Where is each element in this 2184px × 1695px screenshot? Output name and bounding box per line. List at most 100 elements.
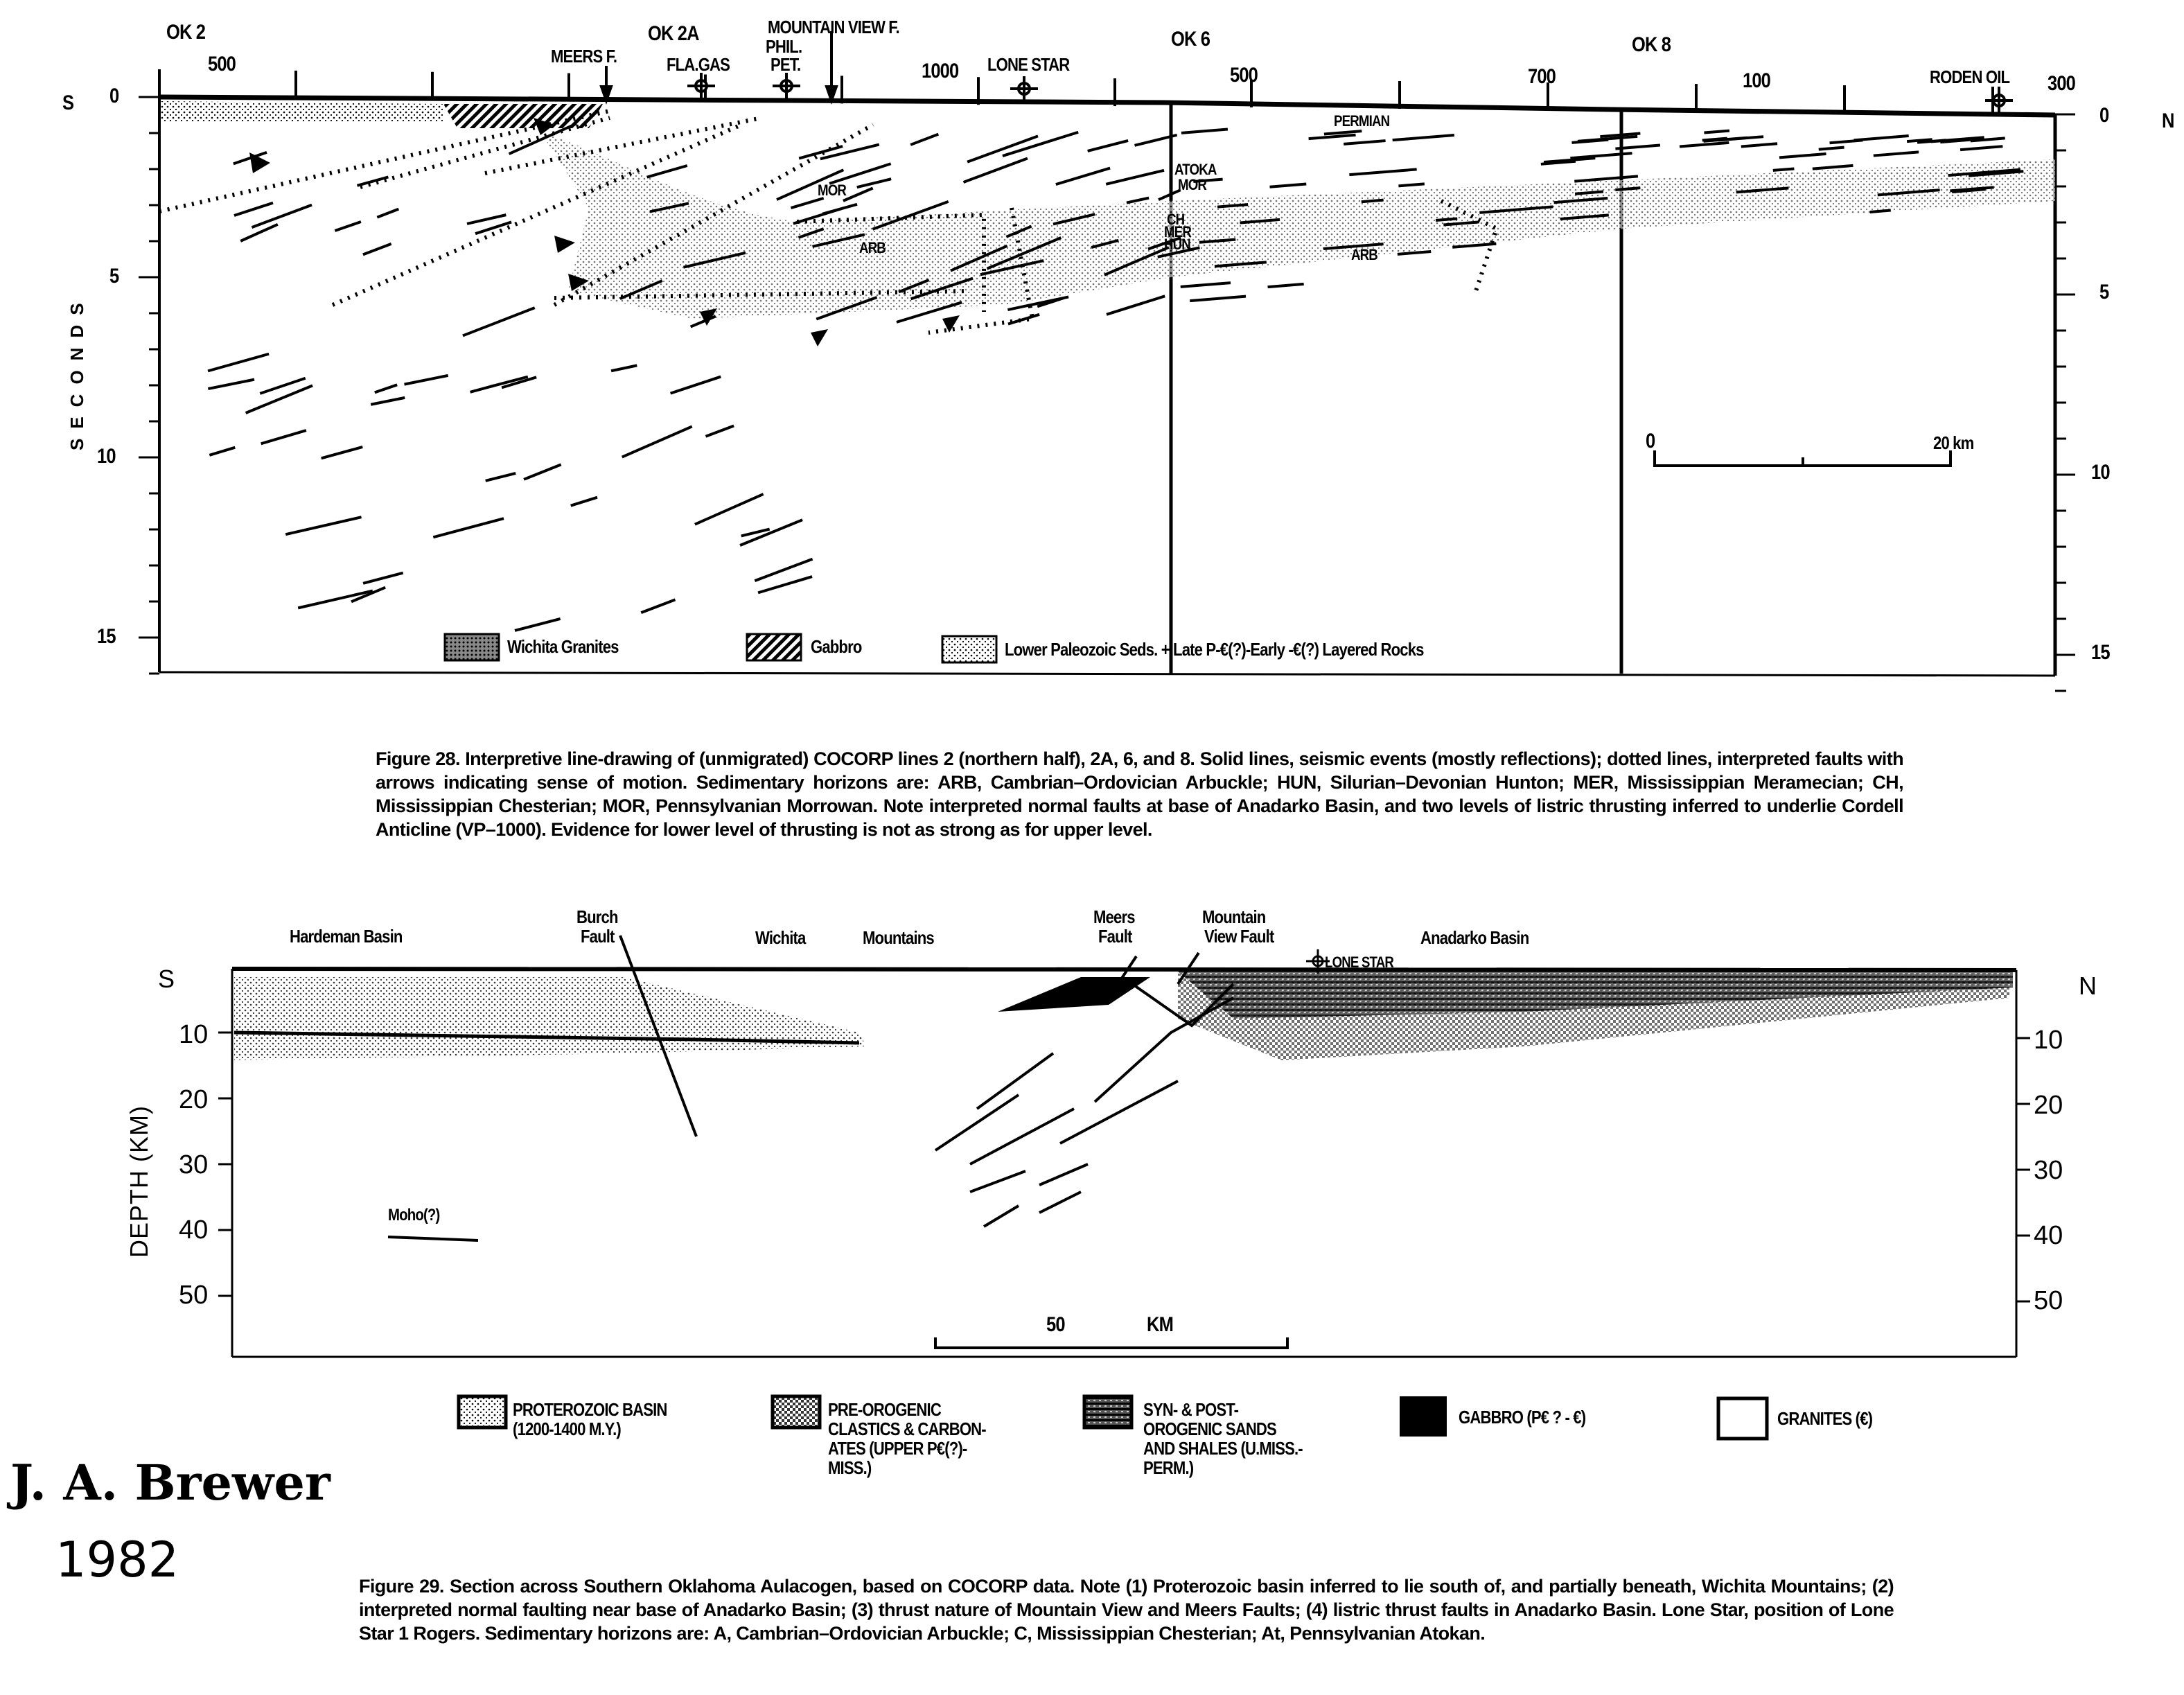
reflection-segment	[485, 472, 516, 482]
reflection-segment	[259, 376, 306, 395]
reflection-segment	[1574, 190, 1604, 195]
pet-label: PET.	[770, 54, 801, 75]
reflection-segment	[376, 207, 400, 219]
depth-tick-right: 30	[2034, 1156, 2063, 1185]
meers-fault-label-29: Fault	[1098, 926, 1132, 947]
wichita-granite-unit	[161, 101, 443, 121]
reflection-segment	[1190, 295, 1247, 303]
y-tick-left: 15	[97, 625, 116, 648]
reflection-segment	[523, 463, 562, 481]
layered-rocks-unit	[540, 132, 2055, 319]
reflection-segment	[967, 134, 1039, 164]
proterozoic-basin-unit	[234, 977, 866, 1060]
vp-label: 700	[1528, 65, 1556, 88]
depth-tick-right: 40	[2034, 1221, 2063, 1250]
gabbro-unit-fig29	[998, 977, 1150, 1012]
reflection-segment	[1193, 177, 1223, 184]
fla-gas-label: FLA.GAS	[667, 54, 730, 75]
horizon-mor: MOR	[1178, 176, 1207, 193]
legend-proterozoic: PROTEROZOIC BASIN(1200-1400 M.Y.)	[513, 1400, 667, 1439]
vp-label: 300	[2048, 72, 2076, 95]
y-tick-right: 15	[2091, 641, 2111, 664]
reflection-segment	[466, 213, 507, 225]
south-label: S	[62, 91, 74, 114]
reflection-segment	[1214, 261, 1267, 268]
reflection-segment	[1615, 186, 1641, 191]
reflection-segment	[1560, 213, 1609, 221]
reflection-segment	[1398, 182, 1425, 188]
depth-tick-right: 10	[2034, 1026, 2063, 1055]
reflection-segment	[1741, 142, 1778, 148]
moho-label: Moho(?)	[388, 1206, 440, 1224]
legend-granites-29: GRANITES (€)	[1777, 1408, 1873, 1429]
legend-text: (1200-1400 M.Y.)	[513, 1419, 622, 1439]
reflection-segment	[245, 384, 313, 414]
reflection-segment	[1217, 203, 1249, 209]
reflection-segment	[1679, 141, 1729, 148]
reflection-segment	[370, 396, 405, 406]
hardeman-basin-label: Hardeman Basin	[290, 926, 403, 947]
reflection-segment	[489, 375, 529, 388]
reflection-segment	[1308, 133, 1356, 141]
vp-label: 500	[208, 53, 236, 76]
reflection-segment	[285, 516, 362, 536]
time-axis-ticks	[139, 96, 2075, 692]
reflection-segment	[1952, 188, 1986, 194]
reflection-segment	[1002, 130, 1079, 157]
horizon-atoka: ATOKA	[1174, 161, 1217, 178]
interpreted-faults	[159, 109, 1499, 335]
legend-swatch-gabbro-29	[1400, 1396, 1447, 1437]
y-tick-right: 10	[2091, 461, 2111, 484]
horizon-hun: HUN	[1164, 236, 1191, 253]
reflection-segment	[432, 517, 504, 539]
mountain-view-fault-label: MOUNTAIN VIEW F.	[768, 17, 900, 37]
reflection-segment	[207, 378, 255, 390]
reflection-segment	[1267, 282, 1304, 289]
reflection-segment	[1344, 139, 1386, 146]
reflection-segment	[646, 164, 688, 179]
reflection-segment	[1349, 168, 1417, 177]
legend-label-gabbro: Gabbro	[811, 636, 862, 657]
depth-tick-left: 10	[179, 1020, 209, 1049]
vp-label: 500	[1230, 64, 1258, 87]
reflection-segment	[1037, 296, 1065, 308]
horizon-mor-west: MOR	[818, 182, 847, 199]
reflection-segment	[640, 598, 676, 614]
legend-label-granites: Wichita Granites	[507, 636, 619, 657]
lone-star-symbol-29	[1306, 949, 1330, 974]
reflection-segment	[297, 589, 373, 610]
reflection-segment	[1435, 217, 1458, 222]
legend-swatch-syn-orogenic	[1082, 1394, 1134, 1430]
reflection-segment	[1134, 133, 1178, 147]
reflection-segment	[1269, 182, 1307, 188]
reflection-segment	[1181, 128, 1228, 134]
gabbro-unit	[443, 104, 603, 128]
reflection-segment	[986, 236, 1062, 270]
legend-text: OROGENIC SANDS	[1143, 1419, 1277, 1439]
reflection-segment	[233, 151, 267, 166]
scale-end: 20 km	[1933, 432, 1974, 453]
scale-value: 50	[1046, 1313, 1066, 1336]
line-label-ok2: OK 2	[166, 21, 206, 44]
reflection-segment	[1703, 136, 1748, 143]
reflection-segment	[321, 446, 363, 460]
reflection-segment	[374, 383, 398, 394]
reflection-segment	[896, 301, 962, 324]
horizon-permian: PERMIAN	[1334, 112, 1390, 130]
reflection-segment	[1323, 243, 1384, 251]
reflection-segment	[689, 315, 716, 328]
legend-gabbro-29: GABBRO (P€ ? - €)	[1459, 1407, 1586, 1428]
reflection-segment	[356, 175, 389, 187]
reflection-segment	[1147, 236, 1181, 251]
reflection-segment	[790, 197, 825, 210]
reflection-segment	[1392, 134, 1455, 142]
fig29-frame	[231, 967, 2018, 1358]
reflection-segment	[1479, 205, 1553, 214]
author: J. A. Brewer	[10, 1454, 331, 1511]
reflection-segment	[910, 276, 974, 301]
reflection-segment	[1570, 152, 1632, 160]
reflection-segment	[261, 429, 307, 446]
reflection-segment	[362, 242, 392, 256]
y-axis-label: SECONDS	[67, 293, 87, 450]
